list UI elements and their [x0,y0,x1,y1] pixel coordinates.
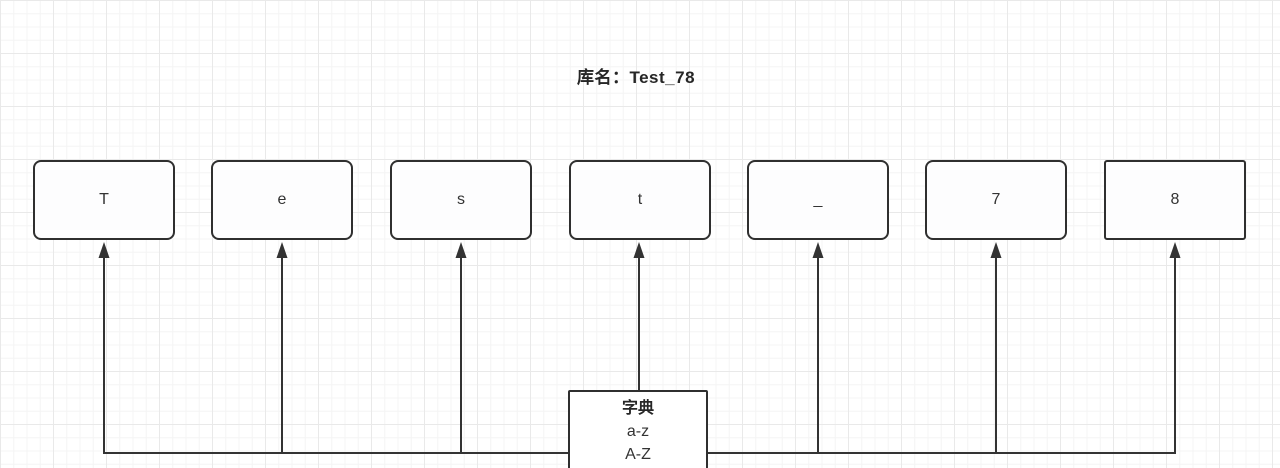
char-node-label: T [99,191,109,208]
connector-arrowhead [812,242,824,258]
dictionary-range-lower: a-z [626,423,650,440]
connector-arrowhead [1169,242,1181,258]
dictionary-title: 字典 [621,400,654,417]
char-node-underscore[interactable]: _ [747,160,889,240]
char-node-t[interactable]: t [569,160,711,240]
dictionary-range-upper: A-Z [625,446,651,463]
connector-arrowhead [633,242,645,258]
char-node-label: s [457,191,465,208]
char-node-label: 7 [991,191,1001,208]
char-node-8[interactable]: 8 [1104,160,1246,240]
char-node-label: 8 [1170,191,1180,208]
char-node-7[interactable]: 7 [925,160,1067,240]
char-node-e[interactable]: e [211,160,353,240]
connector-arrowhead [455,242,467,258]
char-node-T[interactable]: T [33,160,175,240]
connector-arrowhead [276,242,288,258]
connector-arrowhead [98,242,110,258]
diagram-title: 库名：Test_78 [576,68,696,87]
char-node-s[interactable]: s [390,160,532,240]
char-node-label: _ [813,191,823,208]
char-node-label: t [637,191,643,208]
connector-arrowhead [990,242,1002,258]
dictionary-node[interactable]: 字典 a-z A-Z [568,390,708,468]
char-node-label: e [277,191,287,208]
